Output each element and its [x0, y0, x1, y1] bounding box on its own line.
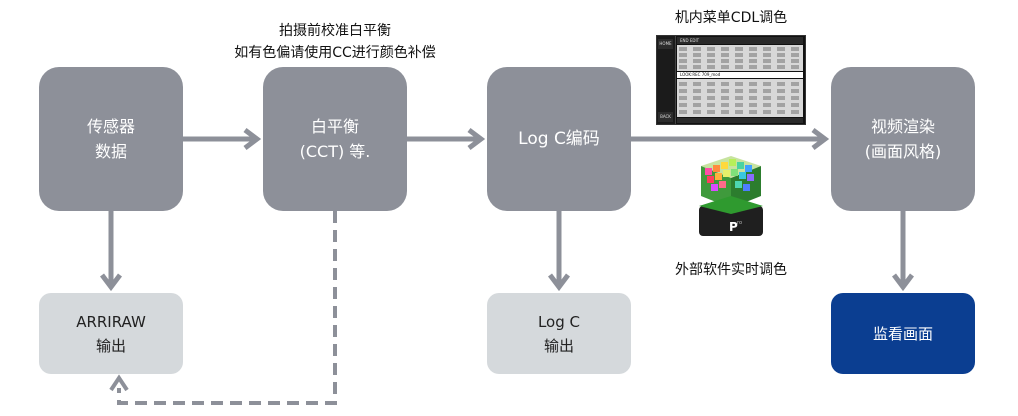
- monitor-image-label: 监看画面: [872, 324, 933, 343]
- log-c-output-node: Log C 输出: [487, 293, 631, 374]
- cdl-panel-gamma-section: [677, 79, 803, 117]
- external-software-label: 外部软件实时调色: [675, 262, 787, 278]
- log-c-encode-label: Log C编码: [518, 128, 600, 149]
- cdl-home-tab: HOME: [658, 39, 673, 49]
- arrowhead-render-to-monitor: [892, 273, 914, 292]
- cdl-menu-screenshot: HOME BACK END EDIT LOOK:REC 709_mod: [656, 35, 806, 125]
- cdl-panel-slope-offset-power: [677, 45, 803, 71]
- in-camera-cdl-note: 机内菜单CDL调色: [651, 7, 811, 29]
- cdl-panel-sidebar: HOME BACK: [657, 36, 676, 124]
- view-render-node: 视频渲染 (画面风格): [831, 67, 975, 211]
- sensor-data-node: 传感器 数据: [39, 67, 183, 211]
- svg-text:ro: ro: [737, 220, 742, 226]
- view-render-line2: (画面风格): [864, 142, 942, 161]
- in-camera-cdl-label: 机内菜单CDL调色: [674, 10, 788, 26]
- log-c-out-line2: 输出: [543, 336, 574, 355]
- white-balance-line2: (CCT) 等.: [299, 142, 371, 161]
- cdl-back-tab: BACK: [658, 112, 673, 122]
- arrowhead-sensor-to-arriraw: [100, 273, 122, 292]
- cdl-panel-look-row: LOOK:REC 709_mod: [677, 72, 803, 78]
- color-grading-software-icon: P ro: [695, 152, 767, 240]
- arrowhead-whitebalance-to-logc: [467, 128, 486, 150]
- log-c-encode-node: Log C编码: [487, 67, 631, 211]
- cdl-panel-footer: [677, 118, 803, 123]
- view-render-line1: 视频渲染: [870, 117, 935, 136]
- pre-shoot-line2: 如有色偏请使用CC进行颜色补偿: [234, 45, 436, 61]
- arrowhead-logc-to-render: [811, 128, 830, 150]
- arriraw-line1: ARRIRAW: [76, 312, 146, 331]
- dashed-feedback-path: [117, 211, 337, 405]
- white-balance-line1: 白平衡: [310, 117, 359, 136]
- monitor-image-node: 监看画面: [831, 293, 975, 374]
- arrowhead-sensor-to-whitebalance: [243, 128, 262, 150]
- arrowhead-feedback-to-arriraw: [109, 374, 129, 392]
- arriraw-output-node: ARRIRAW 输出: [39, 293, 183, 374]
- log-c-out-line1: Log C: [537, 312, 581, 331]
- arriraw-line2: 输出: [95, 336, 126, 355]
- pre-shoot-line1: 拍摄前校准白平衡: [279, 23, 391, 39]
- pre-shoot-note: 拍摄前校准白平衡 如有色偏请使用CC进行颜色补偿: [205, 20, 465, 64]
- white-balance-node: 白平衡 (CCT) 等.: [263, 67, 407, 211]
- external-software-note: 外部软件实时调色: [656, 259, 806, 281]
- svg-text:P: P: [729, 220, 738, 234]
- arrowhead-logc-to-logcout: [548, 273, 570, 292]
- sensor-line1: 传感器: [86, 117, 135, 136]
- sensor-line2: 数据: [94, 142, 127, 161]
- cdl-panel-header: END EDIT: [677, 37, 803, 44]
